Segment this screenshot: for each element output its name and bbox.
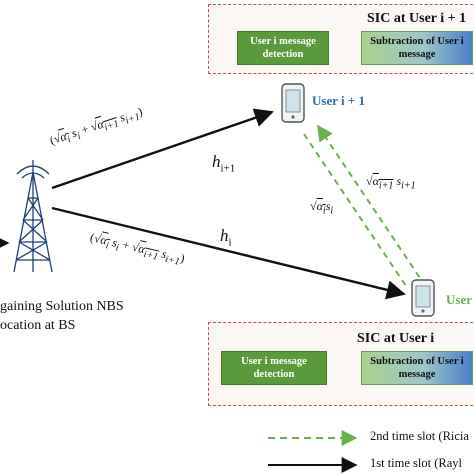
link-bs-to-user-i1 xyxy=(51,108,274,190)
legend-first-slot: 1st time slot (Rayl xyxy=(370,456,463,470)
channel-label-h-i1: hi+1 xyxy=(212,152,236,175)
phone-icon-user-i1 xyxy=(281,83,305,123)
sic-title-user-i1: SIC at User i + 1 xyxy=(367,11,467,26)
sic-title-user-i: SIC at User i xyxy=(357,331,435,346)
sic-step-subtraction-user-i: Subtraction of User i message xyxy=(361,351,473,385)
sic-step-subtraction-user-i1: Subtraction of User i message xyxy=(361,31,473,65)
formula-relay-signal-i: √αisi xyxy=(310,199,334,217)
label-user-i1: User i + 1 xyxy=(312,93,366,108)
bs-label-line1: gaining Solution NBS xyxy=(0,299,124,314)
base-station-tower-icon xyxy=(13,160,53,273)
phone-icon-user-i xyxy=(411,279,435,317)
sic-box-user-i: SIC at User i User i message detection S… xyxy=(208,322,474,406)
sic-step-detection-user-i: User i message detection xyxy=(221,351,327,385)
link-bs-to-user-i xyxy=(51,206,406,300)
formula-relay-signal-i1: √αi+1 si+1 xyxy=(366,174,416,192)
sic-box-user-i1: SIC at User i + 1 User i message detecti… xyxy=(208,4,474,74)
relay-arrow-secondary xyxy=(303,133,407,287)
bs-label-line2: ocation at BS xyxy=(0,318,76,333)
channel-label-h-i: hi xyxy=(220,226,232,249)
relay-arrow-to-user-i1 xyxy=(317,124,421,279)
label-user-i: User xyxy=(446,292,472,307)
sic-step-detection-user-i1: User i message detection xyxy=(237,31,329,65)
legend-second-slot: 2nd time slot (Ricia xyxy=(370,429,469,443)
